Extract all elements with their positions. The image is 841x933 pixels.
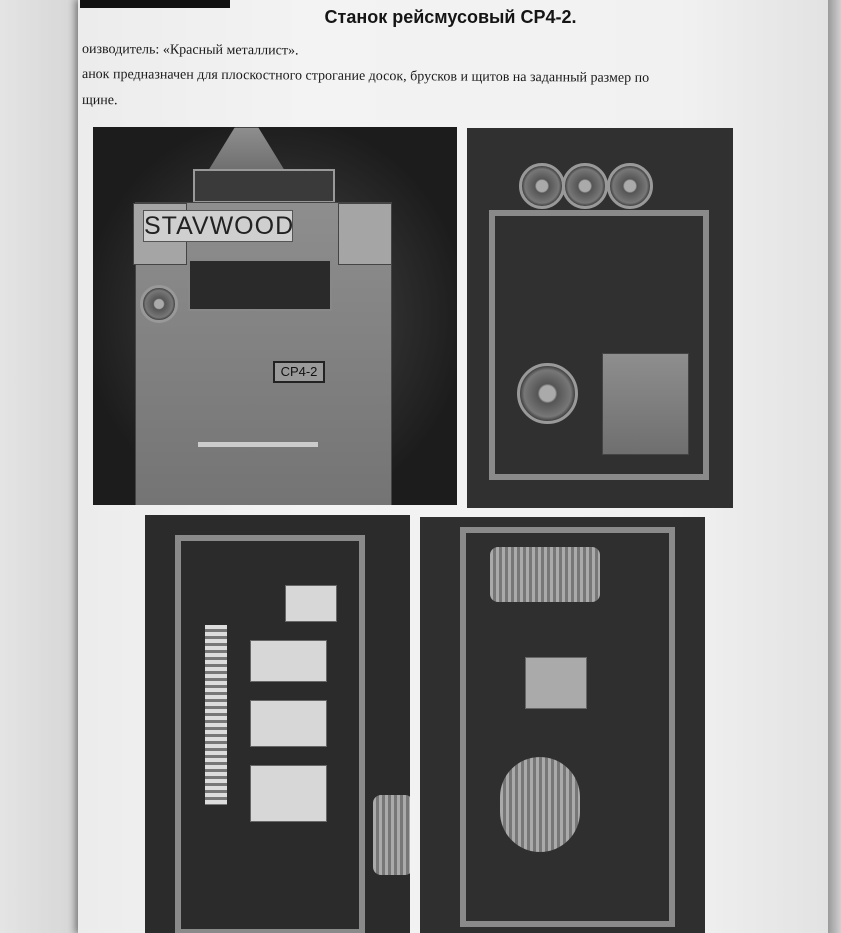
control-panel: [193, 169, 335, 203]
right-page-edge: [828, 0, 841, 933]
sprocket: [607, 163, 653, 209]
page-title: Станок рейсмусовый СР4-2.: [324, 7, 577, 27]
feed-opening: [188, 259, 332, 311]
sprocket: [562, 163, 608, 209]
terminal-block: [205, 625, 227, 805]
compartment-frame: [460, 527, 675, 927]
motor: [490, 547, 600, 602]
motor: [373, 795, 410, 875]
description-line-end: щине.: [81, 93, 118, 109]
photo-electrical-cabinet: [145, 515, 410, 933]
photo-motor-compartment: [420, 517, 705, 933]
handwheel: [140, 285, 178, 323]
left-page-edge: [0, 0, 84, 933]
photo-machine-front: STAVWOOD СР4-2: [93, 127, 457, 505]
contactor-group: [250, 700, 327, 747]
transformer: [285, 585, 337, 622]
contactor-group: [250, 640, 327, 682]
header-bar: [80, 0, 230, 8]
model-label: СР4-2: [273, 361, 325, 383]
manufacturer-line: оизводитель: «Красный металлист».: [81, 42, 299, 59]
gearbox: [525, 657, 587, 709]
gearbox: [602, 353, 689, 455]
motor: [500, 757, 580, 852]
cabinet-frame: [175, 535, 365, 933]
sprocket: [519, 163, 565, 209]
photo-drive-side: [467, 128, 733, 508]
contactor-group: [250, 765, 327, 822]
right-plate: [338, 203, 392, 265]
brand-label: STAVWOOD: [143, 210, 295, 242]
handle-slot: [198, 442, 318, 447]
dust-hood: [208, 127, 285, 171]
pulley: [517, 363, 578, 424]
door-frame: [489, 210, 709, 480]
